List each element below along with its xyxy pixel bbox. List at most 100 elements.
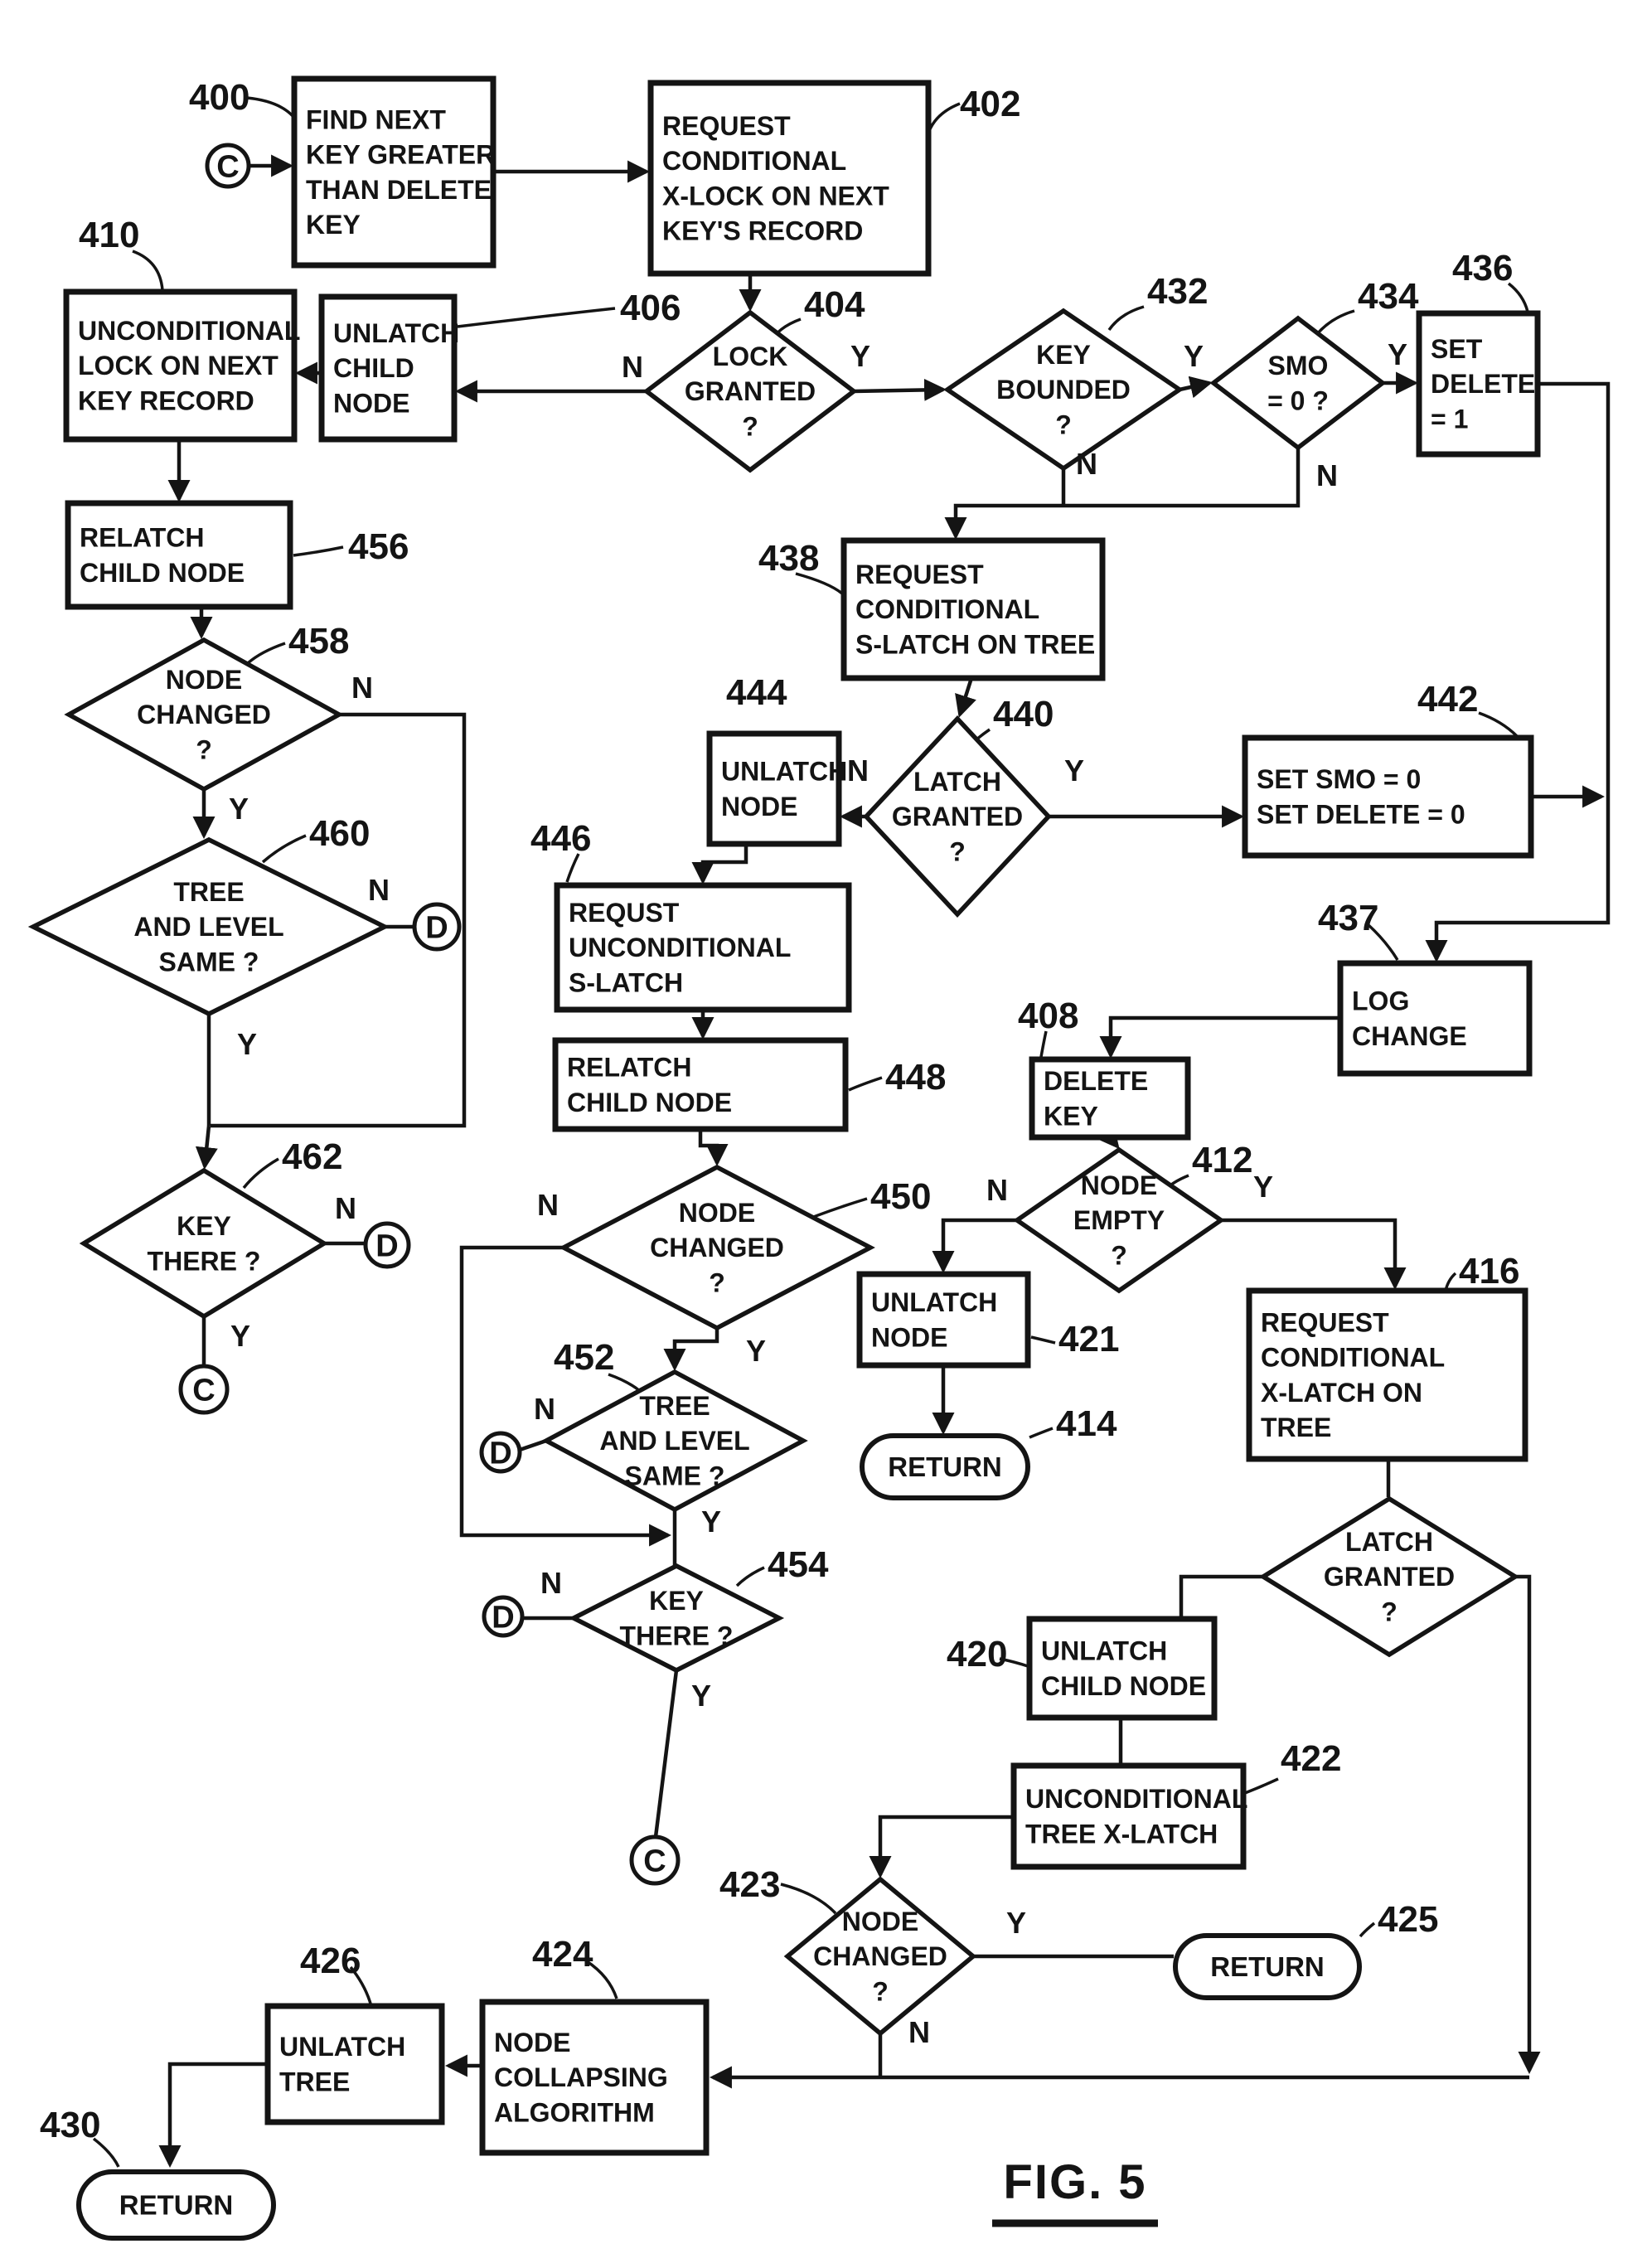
branch-label-n-3: N [1076,447,1097,481]
ref-label-406: 406 [620,288,681,328]
ref-leader-12 [293,545,344,557]
ref-label-400: 400 [189,77,249,118]
decision-434-smo-equals-zero: SMO= 0 ? [1209,315,1387,451]
connector-c-after-462: C [178,1364,230,1415]
ref-label-416: 416 [1459,1251,1519,1292]
branch-label-y-7: Y [229,792,249,826]
ref-label-434: 434 [1358,276,1419,317]
ref-label-424: 424 [532,1934,593,1975]
flow-edge-10 [195,1125,218,1170]
ref-leader-4 [132,250,164,291]
ref-leader-24 [1029,1427,1054,1439]
branch-label-y-9: Y [237,1027,257,1061]
ref-leader-29 [1359,1922,1376,1938]
ref-leader-15 [242,1157,279,1190]
branch-label-n-16: N [534,1392,555,1426]
ref-label-437: 437 [1318,898,1378,938]
branch-label-n-20: N [986,1173,1008,1207]
flow-edge-29 [519,1438,547,1452]
branch-label-y-11: Y [230,1319,250,1353]
ref-leader-6 [1315,309,1355,337]
terminal-414-return-label: RETURN [888,1451,1002,1482]
ref-label-456: 456 [348,526,409,567]
ref-label-420: 420 [947,1634,1007,1674]
connector-d-after-454-label: D [492,1600,514,1635]
branch-label-n-18: N [540,1566,562,1600]
branch-label-y-13: Y [1064,754,1084,788]
branch-label-n-10: N [335,1191,356,1225]
ref-leader-0 [246,96,296,119]
ref-leader-30 [586,1960,618,1999]
ref-leader-31 [349,1965,372,2004]
branch-label-n-5: N [1316,458,1338,492]
connector-d-after-454: D [482,1595,525,1638]
flow-edge-21 [955,677,976,718]
ref-label-412: 412 [1192,1140,1252,1180]
ref-label-462: 462 [282,1136,342,1177]
connector-d-after-460-label: D [425,910,448,945]
ref-leader-21 [1039,1030,1048,1058]
ref-leader-26 [999,1657,1029,1668]
flow-edge-47 [158,2062,268,2169]
ref-leader-13 [246,642,286,665]
connector-c-start: C [205,143,251,189]
flow-edge-17 [944,448,1301,540]
ref-leader-27 [1244,1777,1279,1795]
terminal-430-return-label: RETURN [119,2190,234,2221]
ref-leader-23 [1030,1335,1056,1345]
ref-label-423: 423 [719,1864,780,1905]
ref-label-438: 438 [758,538,819,579]
ref-label-408: 408 [1018,996,1078,1036]
branch-label-n-14: N [537,1188,559,1222]
terminal-414-return: RETURN [860,1433,1030,1500]
ref-leader-3 [457,307,616,328]
ref-leader-1 [928,102,961,132]
ref-label-432: 432 [1147,271,1208,312]
flow-edge-15 [1179,376,1213,399]
ref-label-422: 422 [1281,1738,1341,1779]
terminal-425-return-label: RETURN [1210,1951,1325,1982]
flow-edge-19 [1425,381,1611,963]
ref-label-440: 440 [993,694,1054,734]
ref-leader-16 [565,853,580,883]
ref-label-414: 414 [1056,1403,1117,1444]
flow-edge-14 [853,378,947,401]
flow-edge-32 [653,1670,679,1838]
terminal-425-return: RETURN [1173,1933,1362,2000]
ref-leader-10 [1478,711,1519,738]
flow-edge-44 [1515,1574,1541,2075]
flow-edge-27 [459,1245,672,1547]
